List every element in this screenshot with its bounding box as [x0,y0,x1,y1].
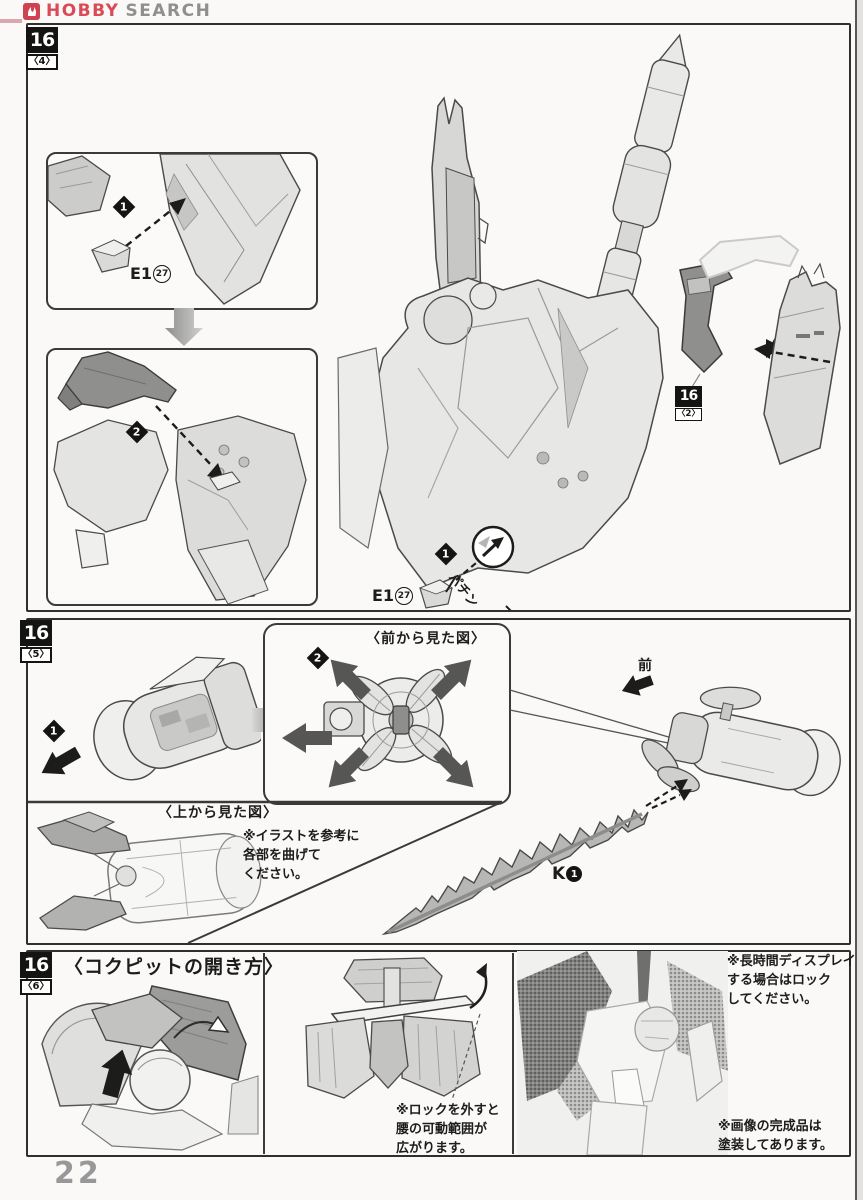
backpack-exploded-view-illustration [337,33,841,610]
pod-top-view-illustration [36,811,262,931]
cockpit-hatch-illustration [41,985,259,1151]
next-step-down-arrow-icon [165,308,203,346]
step-badge-16-5: 16 〈5〉 [20,620,52,663]
ref-step-substep: 〈2〉 [675,408,702,421]
runner-number: 1 [566,866,583,882]
step-number: 16 [20,952,52,978]
waist-lock-illustration [305,957,488,1101]
cockpit-open-title: 〈コクピットの開き方〉 [64,956,285,978]
hobby-search-logo: HOBBY SEARCH [23,1,212,21]
panel-divider-2 [512,953,514,1154]
runner-number: 27 [395,586,414,605]
finished-model-photo [517,951,728,1155]
step-substep: 〈6〉 [20,979,52,995]
fin-attach-illustration [53,351,307,604]
part-code: K [552,864,566,884]
pull-direction-arrow-icon [41,746,81,775]
flame-icon [23,2,40,20]
bend-parts-note: ※イラストを参考に 各部を曲げて ください。 [243,829,360,882]
step-substep: 〈4〉 [26,54,58,70]
paper-edge-margin [857,0,863,1200]
front-direction-arrow-icon [622,675,654,696]
fin-spread-directions-illustration [282,649,484,798]
paper-edge-line [855,0,857,1200]
brand-secondary: SEARCH [125,1,212,21]
top-view-area-border [28,800,503,944]
step-number: 16 [26,27,58,53]
step-number: 16 [20,620,52,646]
painted-sample-note: ※画像の完成品は 塗装してあります。 [718,1119,833,1153]
pod-assembled-illustration [641,686,841,807]
photo-halftone-render [517,951,728,1155]
long-display-lock-note: ※長時間ディスプレイ する場合はロック してください。 [727,954,856,1007]
page-number: 22 [54,1156,102,1191]
step-badge-16-4: 16 〈4〉 [26,27,58,70]
ref-step-number: 16 [675,386,702,407]
section-16-4-frame [26,23,851,612]
panel-divider-1 [263,953,265,1154]
ref-step-badge-16-2: 16 〈2〉 [675,386,702,421]
lock-release-note: ※ロックを外すと 腰の可動範囲が 広がります。 [396,1103,500,1156]
section-16-6-frame [26,950,851,1157]
skirt-attach-illustration [48,154,301,305]
brand-primary: HOBBY [46,1,120,21]
top-view-caption: 〈上から見た図〉 [158,805,278,821]
part-code: E1 [372,586,395,605]
pod-open-illustration [93,656,261,781]
part-code: E1 [130,264,153,283]
front-view-caption: 〈前から見た図〉 [366,631,486,647]
front-direction-label: 前 [638,658,652,674]
runner-number: 27 [153,264,172,283]
callout-leader-lines [509,689,693,749]
section-16-5-frame [26,618,851,945]
step-badge-16-6: 16 〈6〉 [20,952,52,995]
feather-wing-illustration [381,789,692,936]
step-substep: 〈5〉 [20,647,52,663]
scan-pink-mark [0,19,22,23]
